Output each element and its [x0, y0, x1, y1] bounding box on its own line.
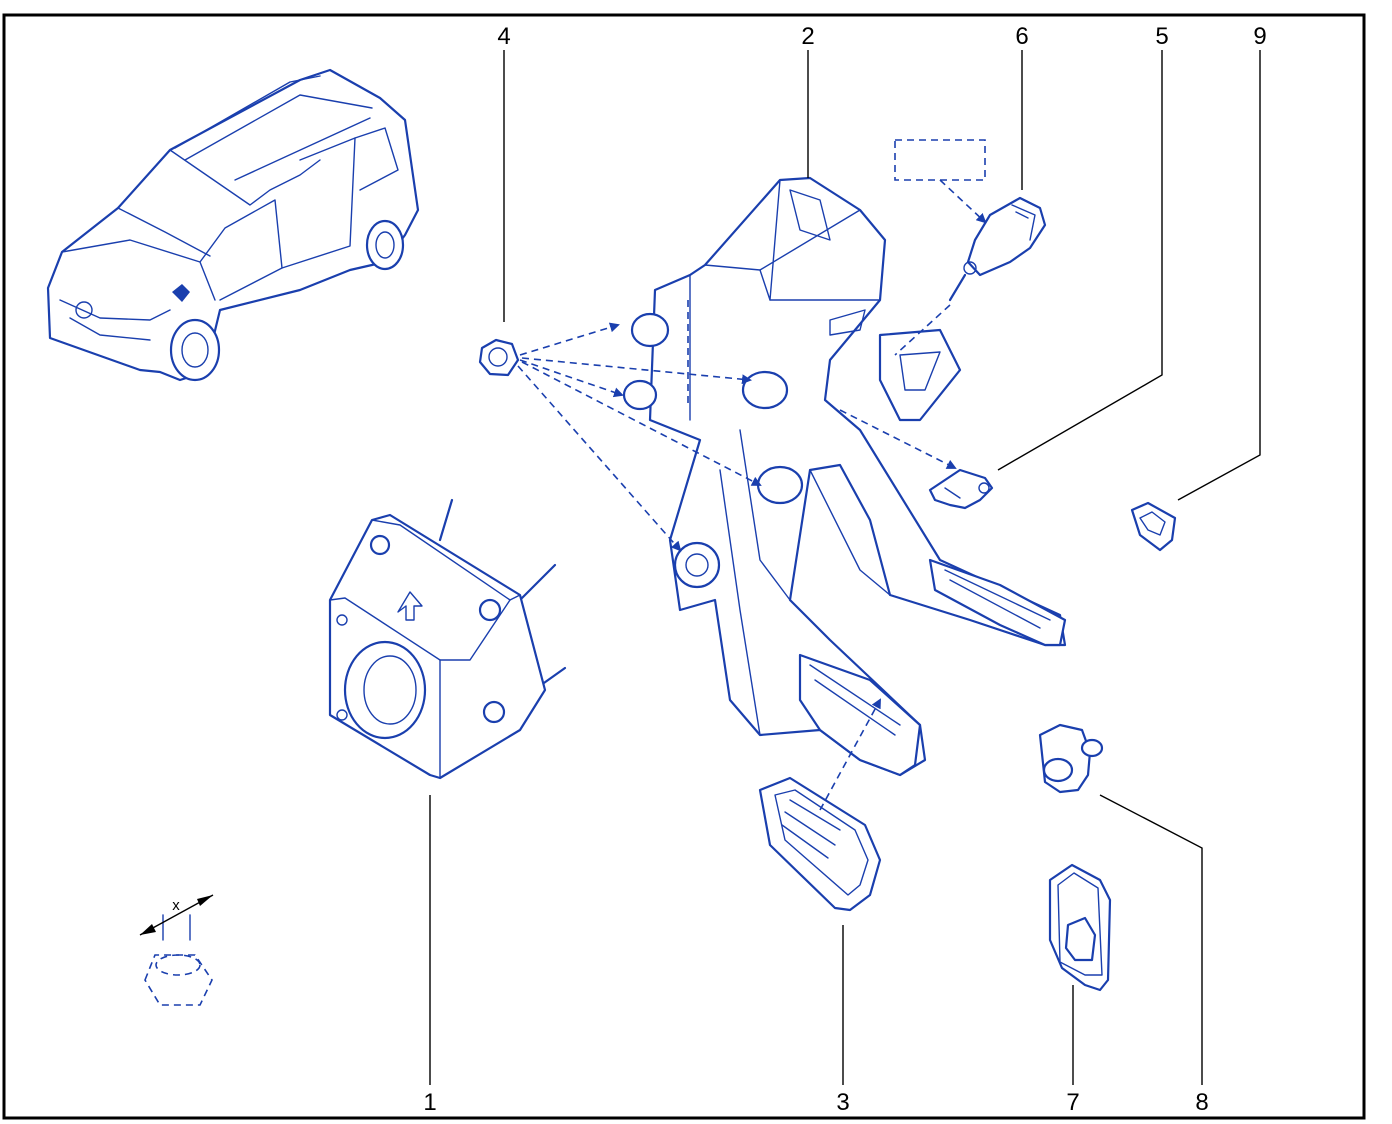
part-4-nut [478, 338, 520, 377]
part-9-clip [1130, 501, 1177, 552]
diagram-frame [2, 13, 1366, 1120]
part-3-pedal-pad [758, 776, 882, 912]
part-5-clip [928, 468, 994, 510]
part-2-pedal-bracket [622, 176, 1067, 777]
part-labels: 4 2 6 5 9 1 3 7 8 x [172, 23, 1266, 1116]
part-7-cover [1048, 863, 1112, 992]
leader-lines [429, 50, 1261, 1085]
label-3: 3 [836, 1089, 849, 1116]
label-5: 5 [1155, 23, 1168, 50]
label-7: 7 [1066, 1089, 1079, 1116]
vehicle-thumbnail [46, 68, 420, 382]
label-6: 6 [1015, 23, 1028, 50]
label-4: 4 [497, 23, 510, 50]
assembly-arrows [517, 179, 987, 811]
label-1: 1 [423, 1089, 436, 1116]
label-9: 9 [1253, 23, 1266, 50]
torque-detail-symbol [139, 894, 214, 1006]
part-1-booster-plate [328, 498, 567, 780]
label-8: 8 [1195, 1089, 1208, 1116]
detail-symbol-x: x [172, 897, 180, 914]
part-8-bushing [1038, 723, 1104, 794]
label-2: 2 [801, 23, 814, 50]
